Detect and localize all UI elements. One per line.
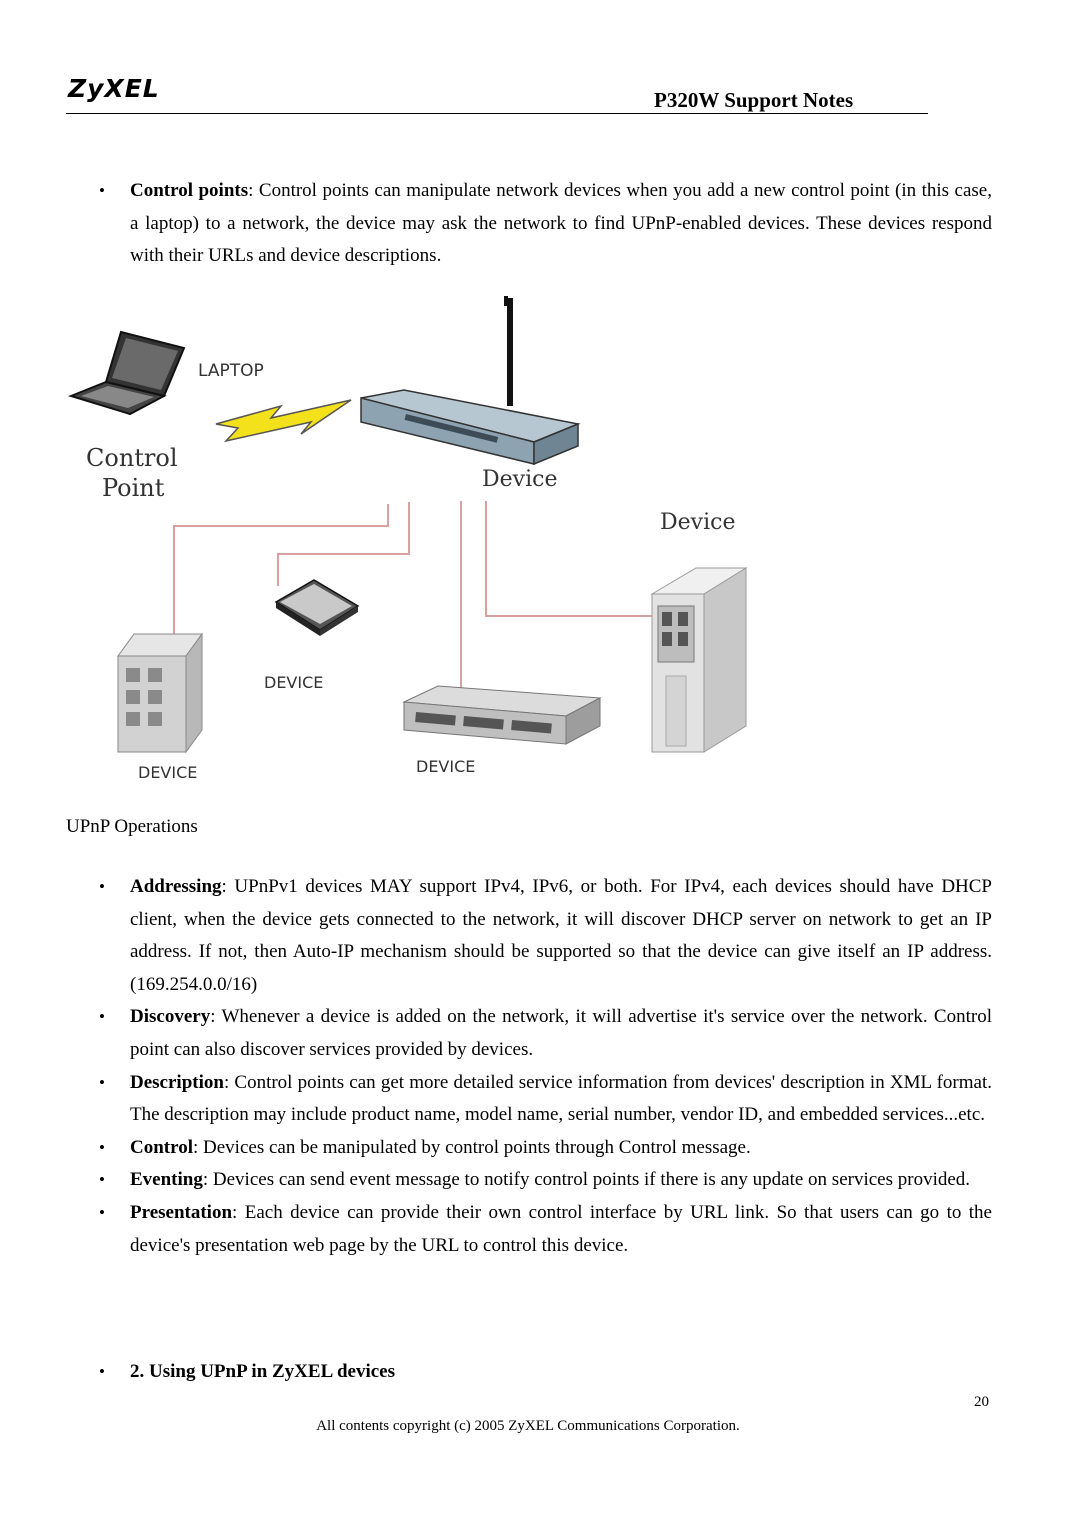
upnp-network-diagram: LAPTOP Control Point Device Device DEVIC…	[66, 296, 784, 784]
document-title: P320W Support Notes	[654, 88, 854, 112]
bullet-term: Eventing	[130, 1169, 203, 1191]
bullet-term: Discovery	[130, 1006, 211, 1028]
wireless-bolt-icon	[215, 399, 352, 443]
server-device-label: Device	[660, 510, 735, 535]
bullet-term: Control points	[130, 180, 249, 201]
link-line	[277, 502, 410, 586]
section-heading-text: 2. Using UPnP in ZyXEL devices	[130, 1361, 395, 1382]
hub-device-label: DEVICE	[416, 757, 475, 776]
bullet-text: : Devices can be manipulated by control …	[192, 1136, 751, 1158]
zyxel-logo: ZyXEL	[68, 74, 160, 103]
bullet-term: Control	[130, 1136, 193, 1158]
scanner-device-label: DEVICE	[264, 673, 323, 692]
bullet-text: : UPnPv1 devices MAY support IPv4, IPv6,…	[130, 876, 992, 995]
bullet-term: Addressing	[130, 876, 222, 897]
figure-caption: UPnP Operations	[66, 816, 198, 837]
bullet-icon: •	[99, 1072, 105, 1092]
list-item: • Eventing: Devices can send event messag…	[99, 1164, 992, 1197]
network-hub-icon	[402, 685, 602, 745]
tower-server-icon	[117, 632, 203, 754]
link-line	[173, 504, 389, 641]
router-device-label: Device	[482, 467, 557, 492]
bullet-icon: •	[99, 1202, 105, 1222]
bullet-icon: •	[99, 1007, 105, 1027]
router-icon	[360, 296, 581, 466]
control-point-label-line2: Point	[102, 474, 165, 502]
control-point-label-line1: Control	[86, 444, 178, 472]
laptop-label: LAPTOP	[198, 361, 264, 381]
link-line	[485, 501, 696, 617]
bullet-text: : Devices can send event message to noti…	[202, 1169, 971, 1191]
bullet-text: : Each device can provide their own cont…	[130, 1201, 992, 1256]
bullet-icon: •	[99, 1137, 105, 1157]
header-divider	[66, 113, 928, 114]
bullet-text: : Control points can get more detailed s…	[130, 1071, 992, 1126]
bullet-icon: •	[99, 877, 105, 896]
laptop-icon	[67, 330, 186, 416]
list-item: • Control points: Control points can mani…	[99, 175, 992, 273]
intro-bullet-list: • Control points: Control points can mani…	[99, 175, 992, 273]
bullet-term: Presentation	[130, 1201, 233, 1223]
server-cabinet-icon	[650, 567, 748, 753]
list-item: • Description: Control points can get mor…	[99, 1067, 992, 1132]
section-heading-list: • 2. Using UPnP in ZyXEL devices	[99, 1356, 992, 1389]
bullet-icon: •	[99, 1170, 105, 1190]
bullet-icon: •	[99, 1362, 105, 1381]
bullet-text: : Whenever a device is added on the netw…	[130, 1006, 992, 1060]
bullet-term: Description	[130, 1071, 224, 1093]
bullet-icon: •	[99, 181, 105, 200]
page-number: 20	[974, 1394, 989, 1410]
copyright-footer: All contents copyright (c) 2005 ZyXEL Co…	[316, 1418, 740, 1434]
operations-bullet-list: • Addressing: UPnPv1 devices MAY support …	[99, 871, 992, 1262]
bullet-text: : Control points can manipulate network …	[130, 180, 992, 267]
list-item: • Control: Devices can be manipulated by …	[99, 1132, 992, 1165]
list-item: • Presentation: Each device can provide t…	[99, 1197, 992, 1262]
list-item: • Discovery: Whenever a device is added o…	[99, 1001, 992, 1066]
tower-device-label: DEVICE	[138, 763, 197, 782]
scanner-icon	[274, 579, 360, 636]
network-links	[173, 501, 696, 694]
list-item: • Addressing: UPnPv1 devices MAY support …	[99, 871, 992, 1001]
section-heading: • 2. Using UPnP in ZyXEL devices	[99, 1356, 992, 1389]
